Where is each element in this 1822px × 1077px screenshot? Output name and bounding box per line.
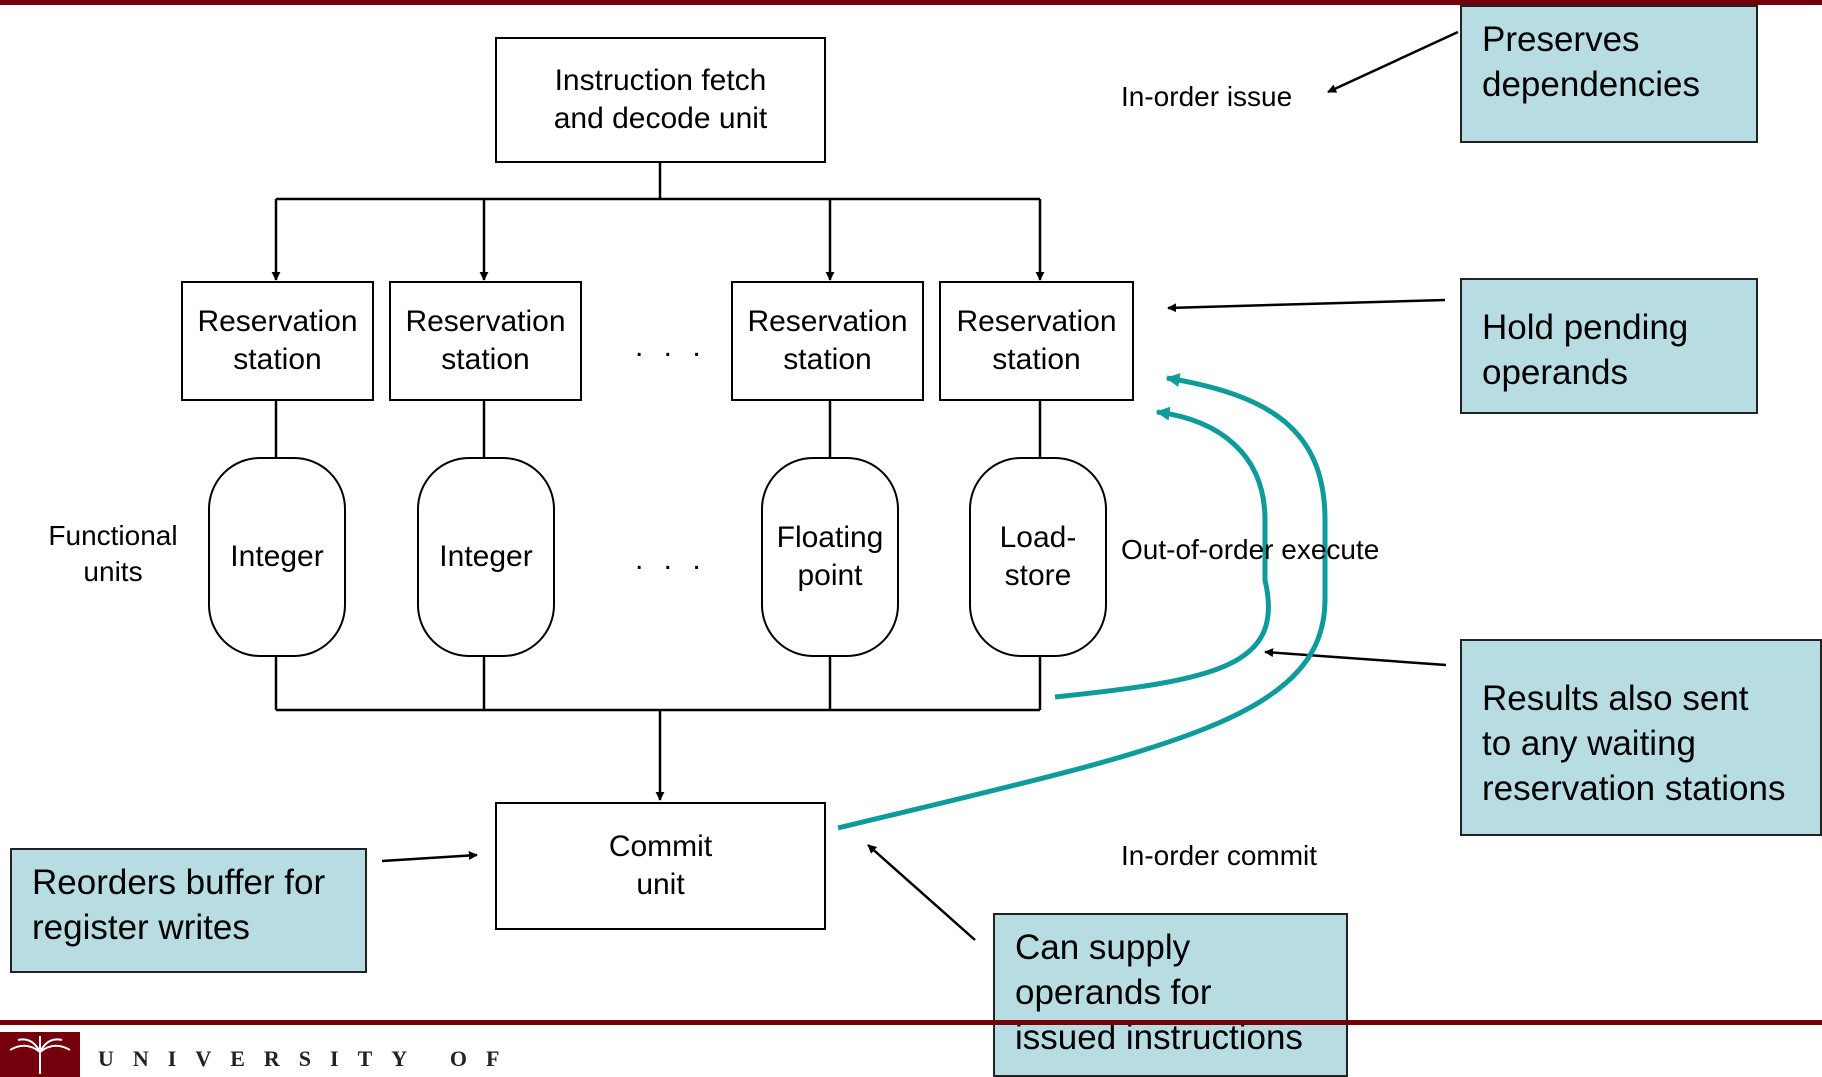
university-logo-icon	[0, 1030, 80, 1077]
commit-unit: Commit unit	[495, 802, 826, 930]
reservation-station-3: Reservation station	[731, 281, 924, 401]
callout-preserves-dependencies: Preserves dependencies	[1460, 5, 1758, 143]
reservation-station-4: Reservation station	[939, 281, 1134, 401]
reservation-station-ellipsis: . . .	[635, 330, 707, 363]
university-wordmark: UNIVERSITY OF	[98, 1046, 519, 1071]
callout-reorders-buffer: Reorders buffer for register writes	[10, 848, 367, 973]
instruction-fetch-decode-unit: Instruction fetch and decode unit	[495, 37, 826, 163]
functional-unit-ellipsis: . . .	[635, 543, 707, 576]
out-of-order-execute-label: Out-of-order execute	[1121, 534, 1380, 565]
reservation-station-2: Reservation station	[389, 281, 582, 401]
callout-hold-pending-operands: Hold pending operands	[1460, 278, 1758, 414]
functional-unit-load-store: Load- store	[969, 457, 1107, 657]
functional-unit-integer-1: Integer	[208, 457, 346, 657]
callout-supply-operands: Can supply operands for issued instructi…	[993, 913, 1348, 1077]
reservation-station-1: Reservation station	[181, 281, 374, 401]
functional-unit-floating-point: Floating point	[761, 457, 899, 657]
in-order-commit-label: In-order commit	[1121, 840, 1318, 871]
functional-unit-integer-2: Integer	[417, 457, 555, 657]
in-order-issue-label: In-order issue	[1121, 81, 1293, 112]
bottom-accent-bar	[0, 1020, 1822, 1025]
functional-units-label: Functional units	[48, 520, 178, 587]
callout-results-also-sent: Results also sent to any waiting reserva…	[1460, 639, 1822, 836]
top-accent-bar	[0, 0, 1822, 5]
